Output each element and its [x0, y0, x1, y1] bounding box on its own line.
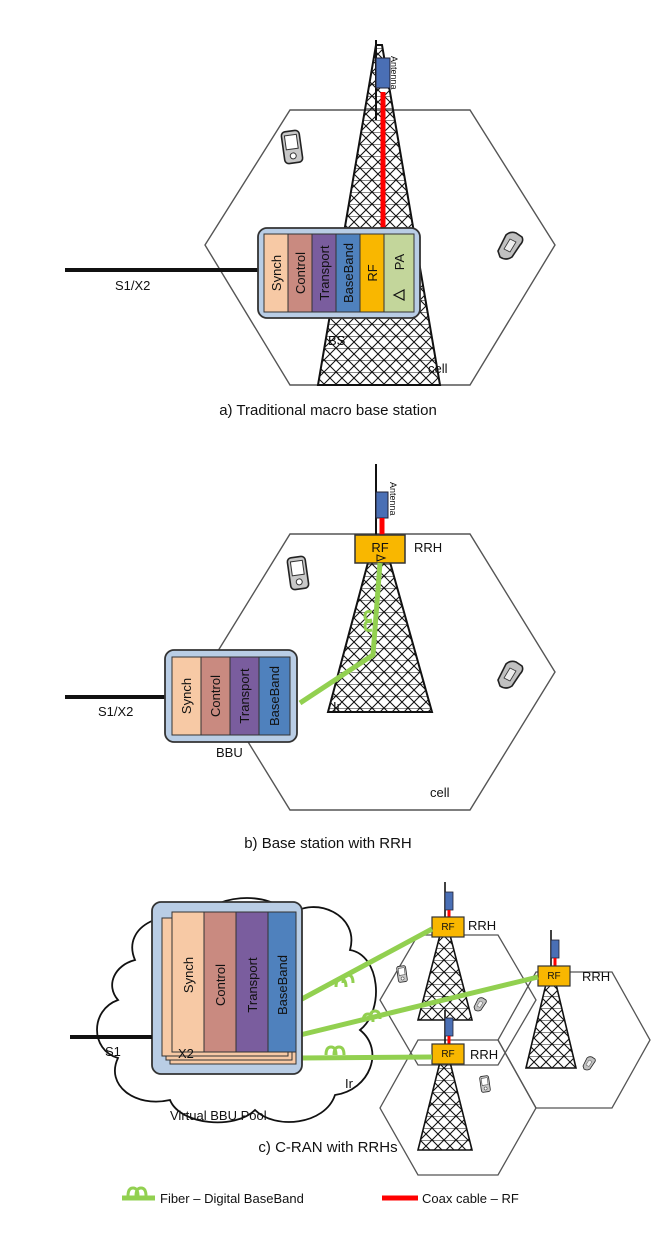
fiber-link: [299, 1054, 433, 1061]
panel-c: RF RRH RF RRH RF RRH Ir Synch X2 Control: [70, 882, 651, 1176]
antenna-panel: [375, 491, 389, 519]
cell-label: cell: [428, 361, 448, 376]
legend-coax-label: Coax cable – RF: [422, 1191, 519, 1206]
module-synch: [171, 656, 202, 736]
module-baseband: [267, 911, 297, 1053]
module-control-label: Control: [293, 252, 308, 294]
module-control: [203, 911, 237, 1053]
rrh-rf-label: RF: [547, 971, 560, 982]
rrh-label: RRH: [414, 540, 442, 555]
module-baseband-label: BaseBand: [341, 243, 356, 303]
rrh-label: RRH: [582, 969, 610, 984]
rrh-label: RRH: [470, 1047, 498, 1062]
cell-label: cell: [430, 785, 450, 800]
tower: [416, 1010, 474, 1151]
bs-label: BS: [328, 333, 346, 348]
legend: Fiber – Digital BaseBand Coax cable – RF: [122, 1186, 519, 1206]
module-transport-label: Transport: [237, 668, 252, 724]
module-synch-label: Synch: [179, 678, 194, 714]
flip-phone-icon: [497, 231, 524, 260]
module-baseband: [335, 233, 361, 313]
phone-icon: [479, 1075, 491, 1093]
panel-b: Antenna RF RRH Ir S1/X2 Synch Control Tr…: [65, 464, 556, 852]
fiber-coil-icon: [334, 973, 355, 988]
module-transport-label: Transport: [245, 957, 260, 1013]
x2-label: X2: [178, 1046, 194, 1061]
s1-label: S1: [105, 1044, 121, 1059]
flip-phone-icon: [473, 997, 487, 1012]
cell-hexagon: [497, 971, 651, 1109]
fiber-coil-icon: [361, 1009, 382, 1023]
fiber-coil-icon: [324, 1045, 346, 1056]
flip-phone-icon: [582, 1056, 596, 1071]
bbu-label: BBU: [216, 745, 243, 760]
rrh-unit: [431, 1043, 465, 1065]
ir-label: Ir: [345, 1076, 354, 1091]
panel-a: Antenna S1/X2 Synch Control Transport Ba…: [65, 40, 556, 419]
fiber-coil-icon: [126, 1186, 148, 1197]
tower: [524, 930, 578, 1069]
module-control-label: Control: [213, 964, 228, 1006]
caption-c: c) C-RAN with RRHs: [258, 1139, 397, 1156]
module-baseband-label: BaseBand: [267, 666, 282, 726]
cell-hexagon: [379, 1039, 537, 1176]
caption-b: b) Base station with RRH: [244, 835, 412, 852]
rrh-label: RRH: [468, 918, 496, 933]
rrh-rf-label: RF: [371, 540, 388, 555]
module-synch: [171, 911, 205, 1053]
flip-phone-icon: [497, 660, 524, 689]
caption-a: a) Traditional macro base station: [219, 402, 437, 419]
phone-icon: [396, 965, 408, 983]
module-transport: [229, 656, 260, 736]
virtual-bbu-pool-label: Virtual BBU Pool: [170, 1108, 267, 1123]
s1-x2-label: S1/X2: [115, 278, 150, 293]
antenna-label: Antenna: [389, 56, 399, 90]
module-synch-label: Synch: [269, 255, 284, 291]
ir-label: Ir: [333, 699, 342, 714]
module-synch-label: Synch: [181, 957, 196, 993]
phone-icon: [280, 129, 304, 165]
module-pa-label: PA: [392, 253, 407, 270]
module-rf: [359, 233, 385, 313]
module-control: [200, 656, 231, 736]
rrh-rf-label: RF: [441, 922, 454, 933]
antenna-label: Antenna: [388, 482, 398, 516]
legend-fiber-label: Fiber – Digital BaseBand: [160, 1191, 304, 1206]
amplifier-icon: [392, 289, 405, 301]
module-transport-label: Transport: [317, 245, 332, 301]
rrh-unit: [537, 965, 571, 987]
rrh-rf-label: RF: [441, 1049, 454, 1060]
fiber-link: [298, 926, 434, 1003]
amplifier-icon: [376, 554, 387, 562]
fiber-link: [299, 974, 539, 1038]
module-pa: [383, 233, 415, 313]
phone-icon: [286, 555, 310, 591]
module-transport: [311, 233, 337, 313]
rrh-unit: [431, 916, 465, 938]
module-transport: [235, 911, 269, 1053]
s1-x2-label: S1/X2: [98, 704, 133, 719]
cell-hexagon: [379, 934, 537, 1066]
fiber-link: [298, 562, 383, 706]
module-control-label: Control: [208, 675, 223, 717]
antenna-panel: [375, 57, 391, 89]
module-control: [287, 233, 313, 313]
module-rf-label: RF: [365, 264, 380, 281]
module-baseband: [258, 656, 291, 736]
fiber-coil-icon: [363, 610, 373, 632]
module-baseband-label: BaseBand: [275, 955, 290, 1015]
cell-hexagon: [204, 109, 556, 386]
